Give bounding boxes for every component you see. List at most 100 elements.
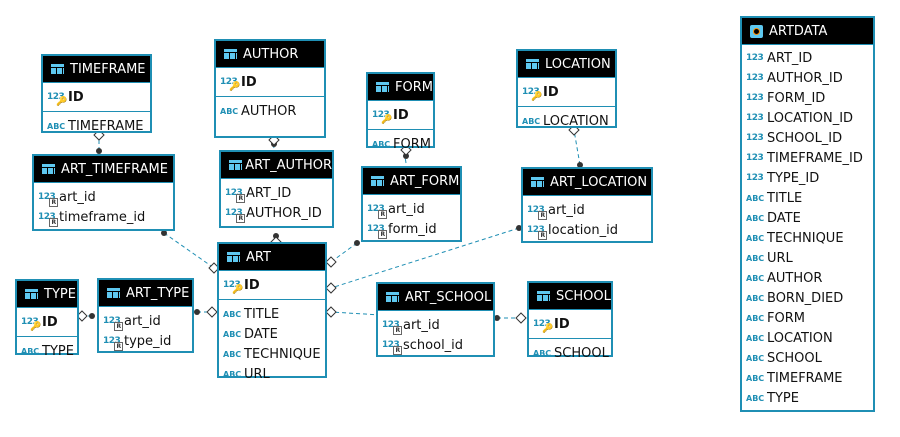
column-row[interactable]: 123🔑ID bbox=[522, 82, 615, 103]
column-row[interactable]: 123🔑ID bbox=[220, 72, 324, 93]
table-header[interactable]: ART_AUTHOR bbox=[221, 152, 332, 178]
table-header[interactable]: TYPE bbox=[17, 281, 77, 307]
table-header[interactable]: ART_SCHOOL bbox=[378, 284, 493, 310]
table-icon bbox=[25, 289, 38, 299]
view-header[interactable]: ARTDATA bbox=[742, 18, 873, 44]
column-section: 123🔑ID bbox=[43, 82, 150, 111]
table-name: LOCATION bbox=[545, 56, 611, 72]
text-type-icon: ABC bbox=[746, 373, 765, 383]
column-name: URL bbox=[244, 366, 270, 382]
column-name: ID bbox=[42, 314, 58, 330]
column-name: timeframe_id bbox=[59, 209, 146, 225]
column-row[interactable]: 123🔑ID bbox=[223, 275, 325, 296]
column-row[interactable]: 123🔑ID bbox=[21, 312, 77, 333]
table-header[interactable]: ART_TYPE bbox=[99, 280, 192, 306]
many-end-marker bbox=[403, 153, 409, 159]
column-name: TIMEFRAME bbox=[68, 118, 144, 134]
table-header[interactable]: SCHOOL bbox=[529, 283, 611, 309]
column-name: TIMEFRAME_ID bbox=[767, 150, 863, 166]
table-name: ART bbox=[246, 249, 271, 265]
table-header[interactable]: ART_FORM bbox=[363, 168, 460, 194]
column-row[interactable]: 123🔑ID bbox=[372, 105, 433, 126]
text-type-icon: ABC bbox=[746, 333, 765, 343]
numeric-type-icon: 123 bbox=[746, 93, 764, 103]
table-header[interactable]: ART bbox=[219, 244, 325, 270]
table-header[interactable]: AUTHOR bbox=[216, 41, 324, 67]
table-header[interactable]: LOCATION bbox=[518, 51, 615, 77]
text-type-icon: ABC bbox=[223, 349, 242, 359]
column-name: art_id bbox=[403, 317, 440, 333]
foreign-key-icon: R bbox=[393, 326, 402, 335]
column-name: school_id bbox=[403, 337, 464, 353]
column-row[interactable]: 123🔑ID bbox=[47, 87, 150, 108]
column-name: SCHOOL bbox=[767, 350, 822, 366]
column-name: FORM bbox=[767, 310, 805, 326]
table-header[interactable]: FORM bbox=[368, 74, 433, 100]
table-header[interactable]: ART_TIMEFRAME bbox=[34, 156, 173, 182]
table-header[interactable]: TIMEFRAME bbox=[43, 56, 150, 82]
key-icon: 🔑 bbox=[531, 92, 542, 102]
column-row[interactable]: 123🔑ID bbox=[533, 314, 611, 335]
table-header[interactable]: ART_LOCATION bbox=[523, 169, 651, 195]
